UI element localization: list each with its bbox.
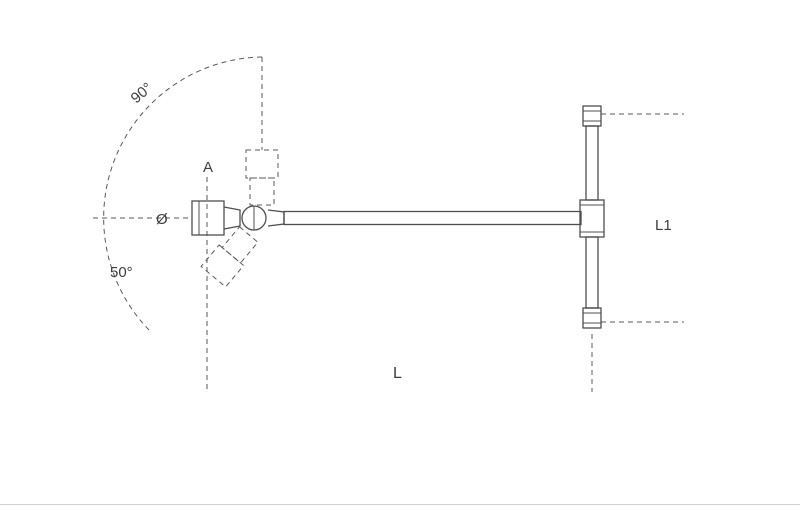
handle-rod-lower [585, 236, 599, 309]
t-handle [579, 105, 605, 329]
shaft [283, 210, 582, 226]
label-angle-50: 50° [110, 264, 133, 281]
construction-lines [93, 56, 684, 392]
socket [191, 200, 225, 236]
handle-top-cap [582, 105, 602, 127]
label-handle-length: L1 [655, 217, 672, 234]
label-angle-90: 90° [128, 79, 156, 107]
ghost-socket-up [245, 149, 279, 206]
labels: 90° 50° A Ø L L1 [110, 79, 672, 382]
handle-boss [579, 199, 605, 238]
label-overall-length: L [393, 365, 402, 382]
ghost-socket-down [200, 226, 259, 288]
handle-bottom-cap [582, 307, 602, 329]
label-dim-a: A [203, 159, 213, 176]
wrench-body [191, 105, 605, 329]
label-diameter-symbol: Ø [156, 211, 168, 228]
joint-yoke-left [223, 206, 241, 230]
joint-yoke-right [267, 209, 285, 227]
swing-arc [103, 56, 263, 332]
handle-rod-upper [585, 125, 599, 201]
